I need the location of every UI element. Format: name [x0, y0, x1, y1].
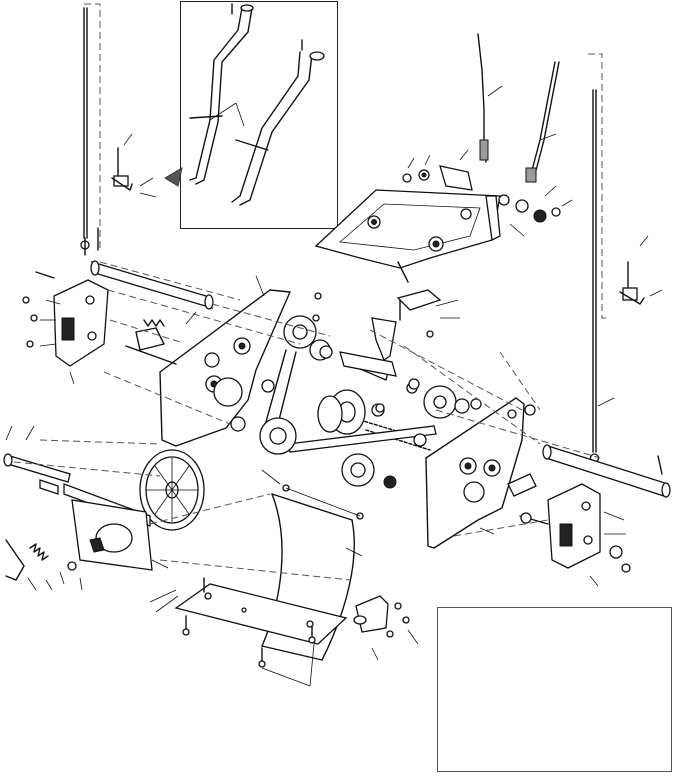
bearing	[339, 351, 420, 413]
right-bearing-housing	[547, 483, 631, 587]
note-box	[437, 607, 672, 772]
left-handle-rod	[80, 3, 101, 256]
center-bracket	[312, 289, 460, 361]
pivot-bracket-right	[619, 235, 663, 305]
control-plate	[314, 189, 501, 283]
hex-bolt	[22, 227, 99, 348]
sprocket-small	[283, 315, 333, 361]
right-handle-rod	[588, 53, 615, 463]
lock-nut	[149, 589, 316, 687]
drive-plate	[230, 379, 427, 489]
right-idler-link	[507, 473, 549, 525]
left-side-panel	[159, 275, 291, 447]
sprocket-large	[423, 385, 482, 419]
idler-spring	[125, 319, 177, 365]
skid-plate	[59, 499, 153, 591]
friction-wheel	[139, 449, 205, 531]
inset-pointer-arrow	[164, 166, 183, 187]
left-bearing-housing	[39, 279, 109, 385]
cable-assembly	[477, 33, 503, 163]
hex-shaft	[90, 260, 214, 310]
lower-link-arm	[5, 539, 53, 591]
lower-right-bracket	[353, 595, 419, 661]
bottom-plate	[174, 577, 348, 645]
pivot-bracket-left	[111, 133, 157, 198]
handle-cross-pointer	[189, 102, 269, 151]
idler-bracket	[498, 185, 573, 237]
shift-rod	[525, 61, 560, 183]
handle-detail-inset	[180, 1, 338, 229]
leader-lines	[5, 311, 495, 569]
handle-upper-right	[231, 39, 325, 206]
alignment-lines	[13, 261, 601, 581]
handle-upper-left	[189, 3, 254, 185]
right-hex-shaft	[542, 444, 671, 498]
right-side-panel	[425, 397, 536, 549]
